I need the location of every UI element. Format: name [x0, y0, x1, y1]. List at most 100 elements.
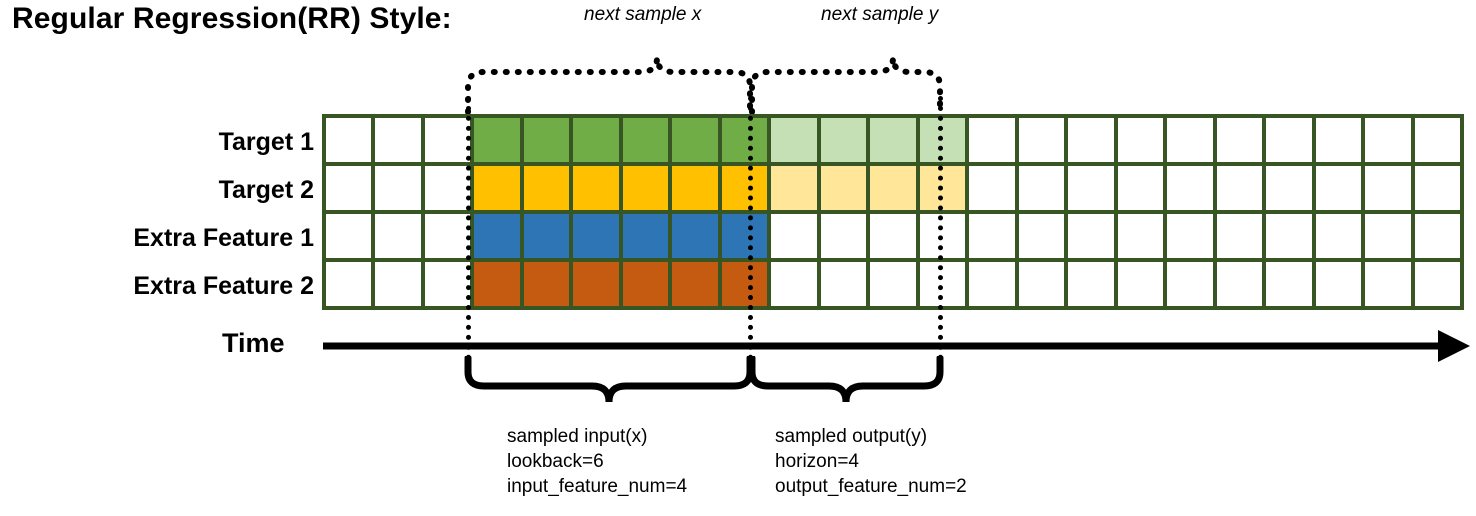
- grid-cell-extra-feature-2-t20: [1315, 262, 1362, 306]
- grid-cell-target-2-t9: [771, 166, 817, 210]
- grid-cell-extra-feature-2-t10: [820, 262, 867, 306]
- grid-cell-extra-feature-1-t15: [1068, 214, 1114, 258]
- grid-cell-target-2-t19: [1266, 166, 1312, 210]
- guide-line-output-end: [938, 96, 943, 370]
- grid-cell-extra-feature-2-t19: [1266, 262, 1312, 306]
- grid-cell-extra-feature-1-t14: [1018, 214, 1065, 258]
- caption-sampled-output: sampled output(y) horizon=4 output_featu…: [775, 424, 967, 499]
- grid-cell-extra-feature-1-t21: [1365, 214, 1411, 258]
- grid-cell-extra-feature-2-t9: [771, 262, 817, 306]
- grid-cell-target-2-t1: [375, 166, 421, 210]
- grid-cell-target-2-t7: [672, 166, 718, 210]
- grid-cell-target-1-t9: [771, 118, 817, 162]
- label-next-sample-y: next sample y: [821, 4, 939, 25]
- row-label-extra-feature-1: Extra Feature 1: [133, 224, 314, 252]
- grid-cell-extra-feature-2-t8: [721, 262, 768, 306]
- grid-cell-extra-feature-1-t22: [1414, 214, 1460, 258]
- grid-cell-target-1-t15: [1068, 118, 1114, 162]
- grid-cell-extra-feature-1-t20: [1315, 214, 1362, 258]
- grid-cell-target-1-t4: [523, 118, 570, 162]
- grid-cell-target-1-t22: [1414, 118, 1460, 162]
- grid-cell-extra-feature-1-t17: [1167, 214, 1213, 258]
- row-label-target-2: Target 2: [218, 176, 314, 204]
- caption-input-line-1: sampled input(x): [507, 426, 648, 447]
- grid-cell-target-2-t22: [1414, 166, 1460, 210]
- page-title: Regular Regression(RR) Style:: [12, 2, 452, 35]
- row-label-extra-feature-2: Extra Feature 2: [133, 272, 314, 300]
- grid-cell-target-2-t18: [1216, 166, 1263, 210]
- grid-cell-extra-feature-1-t0: [326, 214, 372, 258]
- grid-cell-target-1-t10: [820, 118, 867, 162]
- grid-cell-extra-feature-2-t11: [870, 262, 916, 306]
- grid-cell-extra-feature-1-t18: [1216, 214, 1263, 258]
- grid-cell-target-1-t21: [1365, 118, 1411, 162]
- grid-cell-extra-feature-2-t13: [969, 262, 1015, 306]
- grid-cell-extra-feature-2-t4: [523, 262, 570, 306]
- time-axis-arrow-icon: [323, 330, 1470, 362]
- grid-cell-target-2-t16: [1117, 166, 1164, 210]
- grid-cell-target-1-t2: [424, 118, 471, 162]
- grid-cell-target-2-t14: [1018, 166, 1065, 210]
- grid-cell-extra-feature-1-t2: [424, 214, 471, 258]
- timeseries-grid: [322, 114, 1464, 310]
- grid-cell-extra-feature-1-t13: [969, 214, 1015, 258]
- grid-cell-target-1-t20: [1315, 118, 1362, 162]
- grid-cell-target-2-t20: [1315, 166, 1362, 210]
- grid-cell-extra-feature-1-t4: [523, 214, 570, 258]
- guide-line-input-end: [748, 96, 753, 370]
- grid-cell-target-1-t8: [721, 118, 768, 162]
- grid-cell-extra-feature-1-t7: [672, 214, 718, 258]
- caption-output-line-1: sampled output(y): [775, 426, 928, 447]
- grid-cell-extra-feature-2-t22: [1414, 262, 1460, 306]
- grid-cell-target-1-t0: [326, 118, 372, 162]
- grid-cell-extra-feature-1-t10: [820, 214, 867, 258]
- grid-cell-extra-feature-2-t2: [424, 262, 471, 306]
- bottom-braces: [464, 356, 944, 403]
- grid-cell-extra-feature-1-t6: [622, 214, 669, 258]
- grid-cell-extra-feature-1-t8: [721, 214, 768, 258]
- grid-cell-extra-feature-2-t7: [672, 262, 718, 306]
- grid-cell-extra-feature-2-t3: [474, 262, 520, 306]
- grid-cell-extra-feature-1-t5: [573, 214, 619, 258]
- grid-cell-extra-feature-1-t9: [771, 214, 817, 258]
- grid-cell-extra-feature-2-t1: [375, 262, 421, 306]
- row-label-target-1: Target 1: [218, 128, 314, 156]
- grid-cell-extra-feature-2-t18: [1216, 262, 1263, 306]
- grid-cell-extra-feature-1-t3: [474, 214, 520, 258]
- grid-cell-extra-feature-1-t16: [1117, 214, 1164, 258]
- grid-cell-target-2-t13: [969, 166, 1015, 210]
- grid-cell-extra-feature-2-t21: [1365, 262, 1411, 306]
- grid-cell-extra-feature-2-t5: [573, 262, 619, 306]
- grid-cell-extra-feature-1-t1: [375, 214, 421, 258]
- grid-cell-target-1-t14: [1018, 118, 1065, 162]
- grid-cell-target-2-t11: [870, 166, 916, 210]
- grid-cell-target-2-t21: [1365, 166, 1411, 210]
- grid-cell-target-2-t17: [1167, 166, 1213, 210]
- grid-cell-target-2-t8: [721, 166, 768, 210]
- grid-cell-extra-feature-2-t6: [622, 262, 669, 306]
- grid-cell-target-1-t16: [1117, 118, 1164, 162]
- grid-cell-target-2-t6: [622, 166, 669, 210]
- guide-line-input-start: [466, 96, 471, 370]
- grid-cell-target-1-t6: [622, 118, 669, 162]
- grid-cell-target-2-t3: [474, 166, 520, 210]
- grid-cell-target-1-t13: [969, 118, 1015, 162]
- grid-cell-target-2-t15: [1068, 166, 1114, 210]
- grid-cell-extra-feature-2-t17: [1167, 262, 1213, 306]
- grid-cell-target-1-t5: [573, 118, 619, 162]
- grid-cell-target-1-t17: [1167, 118, 1213, 162]
- grid-cell-target-1-t3: [474, 118, 520, 162]
- caption-input-line-3: input_feature_num=4: [507, 476, 688, 497]
- grid-cell-target-2-t2: [424, 166, 471, 210]
- grid-cell-extra-feature-2-t15: [1068, 262, 1114, 306]
- time-axis-label: Time: [222, 328, 285, 358]
- grid-cell-target-1-t7: [672, 118, 718, 162]
- grid-cell-extra-feature-1-t11: [870, 214, 916, 258]
- grid-cell-extra-feature-2-t0: [326, 262, 372, 306]
- grid-cell-extra-feature-1-t19: [1266, 214, 1312, 258]
- grid-cell-target-2-t0: [326, 166, 372, 210]
- caption-sampled-input: sampled input(x) lookback=6 input_featur…: [507, 424, 687, 499]
- label-next-sample-x: next sample x: [584, 4, 702, 25]
- grid-cell-target-2-t4: [523, 166, 570, 210]
